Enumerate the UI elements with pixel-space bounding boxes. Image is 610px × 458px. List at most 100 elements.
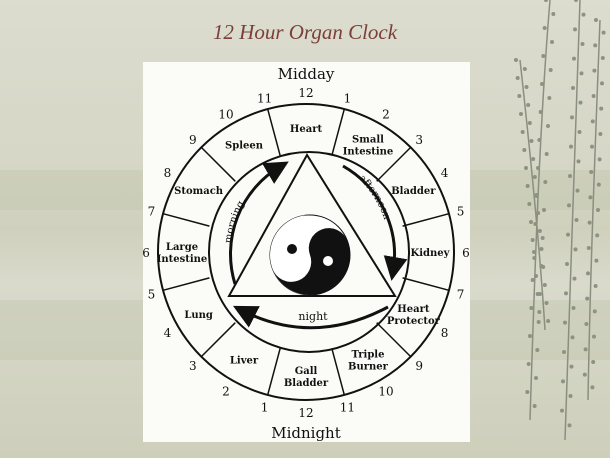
hour-number: 1 — [261, 401, 269, 415]
willow-bud — [542, 283, 547, 287]
hour-number: 6 — [462, 246, 470, 260]
willow-bud — [581, 12, 586, 17]
willow-bud — [532, 250, 536, 254]
hour-number: 5 — [148, 287, 156, 301]
willow-bud — [564, 291, 568, 296]
willow-bud — [595, 233, 600, 238]
willow-bud — [527, 202, 532, 206]
willow-bud — [571, 306, 576, 310]
willow-bud — [575, 188, 580, 193]
willow-bud — [589, 170, 594, 174]
willow-bud — [535, 348, 540, 352]
midnight-label: Midnight — [271, 424, 341, 442]
willow-bud — [525, 390, 530, 394]
organ-label: Spleen — [225, 141, 264, 152]
willow-bud — [586, 271, 590, 276]
willow-bud — [524, 166, 528, 170]
afternoon-label: afternoon — [357, 173, 393, 222]
willow-bud — [594, 18, 598, 22]
willow-bud — [585, 296, 590, 301]
willow-branch-decoration — [514, 0, 606, 441]
willow-bud — [537, 310, 542, 314]
willow-bud — [522, 148, 527, 152]
willow-bud — [536, 211, 541, 215]
willow-bud — [565, 262, 569, 266]
willow-bud — [586, 246, 591, 250]
hour-number: 12 — [298, 406, 313, 420]
willow-bud — [528, 334, 532, 338]
willow-bud — [587, 220, 592, 225]
hour-number: 4 — [441, 166, 449, 180]
willow-bud — [574, 0, 578, 2]
willow-bud — [532, 404, 537, 408]
willow-bud — [546, 124, 550, 128]
organ-label: Liver — [230, 355, 259, 366]
triangle — [227, 153, 397, 297]
hour-number: 2 — [382, 107, 390, 121]
slide-title: 12 Hour Organ Clock — [212, 20, 398, 44]
hour-number: 9 — [415, 359, 423, 373]
hour-number: 7 — [148, 205, 156, 219]
willow-bud — [567, 423, 572, 428]
segment-divider — [331, 108, 346, 156]
willow-bud — [593, 284, 598, 288]
hour-number: 7 — [457, 287, 465, 301]
willow-bud — [541, 265, 546, 269]
willow-bud — [573, 27, 577, 32]
willow-bud — [527, 121, 532, 125]
willow-bud — [530, 278, 535, 282]
willow-bud — [562, 350, 566, 354]
willow-bud — [568, 394, 573, 398]
morning-arrow — [229, 161, 289, 285]
hour-number: 2 — [222, 385, 230, 399]
hour-number: 8 — [441, 326, 449, 340]
hour-number: 1 — [344, 91, 352, 105]
willow-bud — [542, 208, 546, 212]
willow-bud — [590, 119, 595, 124]
organ-label: Bladder — [391, 186, 436, 197]
willow-bud — [597, 157, 602, 162]
willow-bud — [592, 334, 596, 339]
night-arrow — [232, 305, 389, 330]
willow-bud — [567, 203, 571, 208]
segment-divider — [402, 212, 450, 227]
hour-number: 8 — [164, 166, 172, 180]
organ-label: Stomach — [174, 186, 224, 197]
midday-label: Midday — [278, 65, 335, 83]
hour-number: 4 — [164, 326, 172, 340]
willow-bud — [568, 174, 572, 178]
segment-divider — [376, 322, 412, 358]
willow-bud — [582, 372, 587, 377]
willow-bud — [537, 229, 542, 233]
willow-bud — [579, 71, 584, 76]
willow-bud — [544, 301, 549, 305]
hour-number: 12 — [298, 86, 313, 100]
willow-bud — [580, 42, 585, 46]
willow-bud — [550, 40, 554, 44]
willow-bud — [588, 195, 593, 200]
willow-bud — [592, 68, 597, 73]
willow-bud — [590, 385, 595, 390]
willow-bud — [584, 322, 589, 326]
willow-bud — [600, 81, 604, 86]
willow-bud — [531, 157, 536, 161]
willow-bud — [570, 335, 575, 340]
willow-bud — [573, 247, 578, 252]
segment-divider — [266, 108, 281, 156]
segment-divider — [200, 146, 236, 182]
willow-bud — [541, 54, 546, 58]
willow-bud — [524, 85, 529, 89]
organ-label: Kidney — [411, 248, 451, 259]
willow-bud — [551, 12, 556, 16]
willow-bud — [530, 238, 535, 242]
segment-divider — [402, 277, 450, 292]
hour-number: 9 — [189, 133, 197, 147]
willow-bud — [547, 96, 552, 100]
willow-bud — [596, 182, 601, 187]
willow-bud — [525, 184, 530, 188]
willow-bud — [578, 100, 583, 105]
willow-bud — [532, 175, 537, 179]
